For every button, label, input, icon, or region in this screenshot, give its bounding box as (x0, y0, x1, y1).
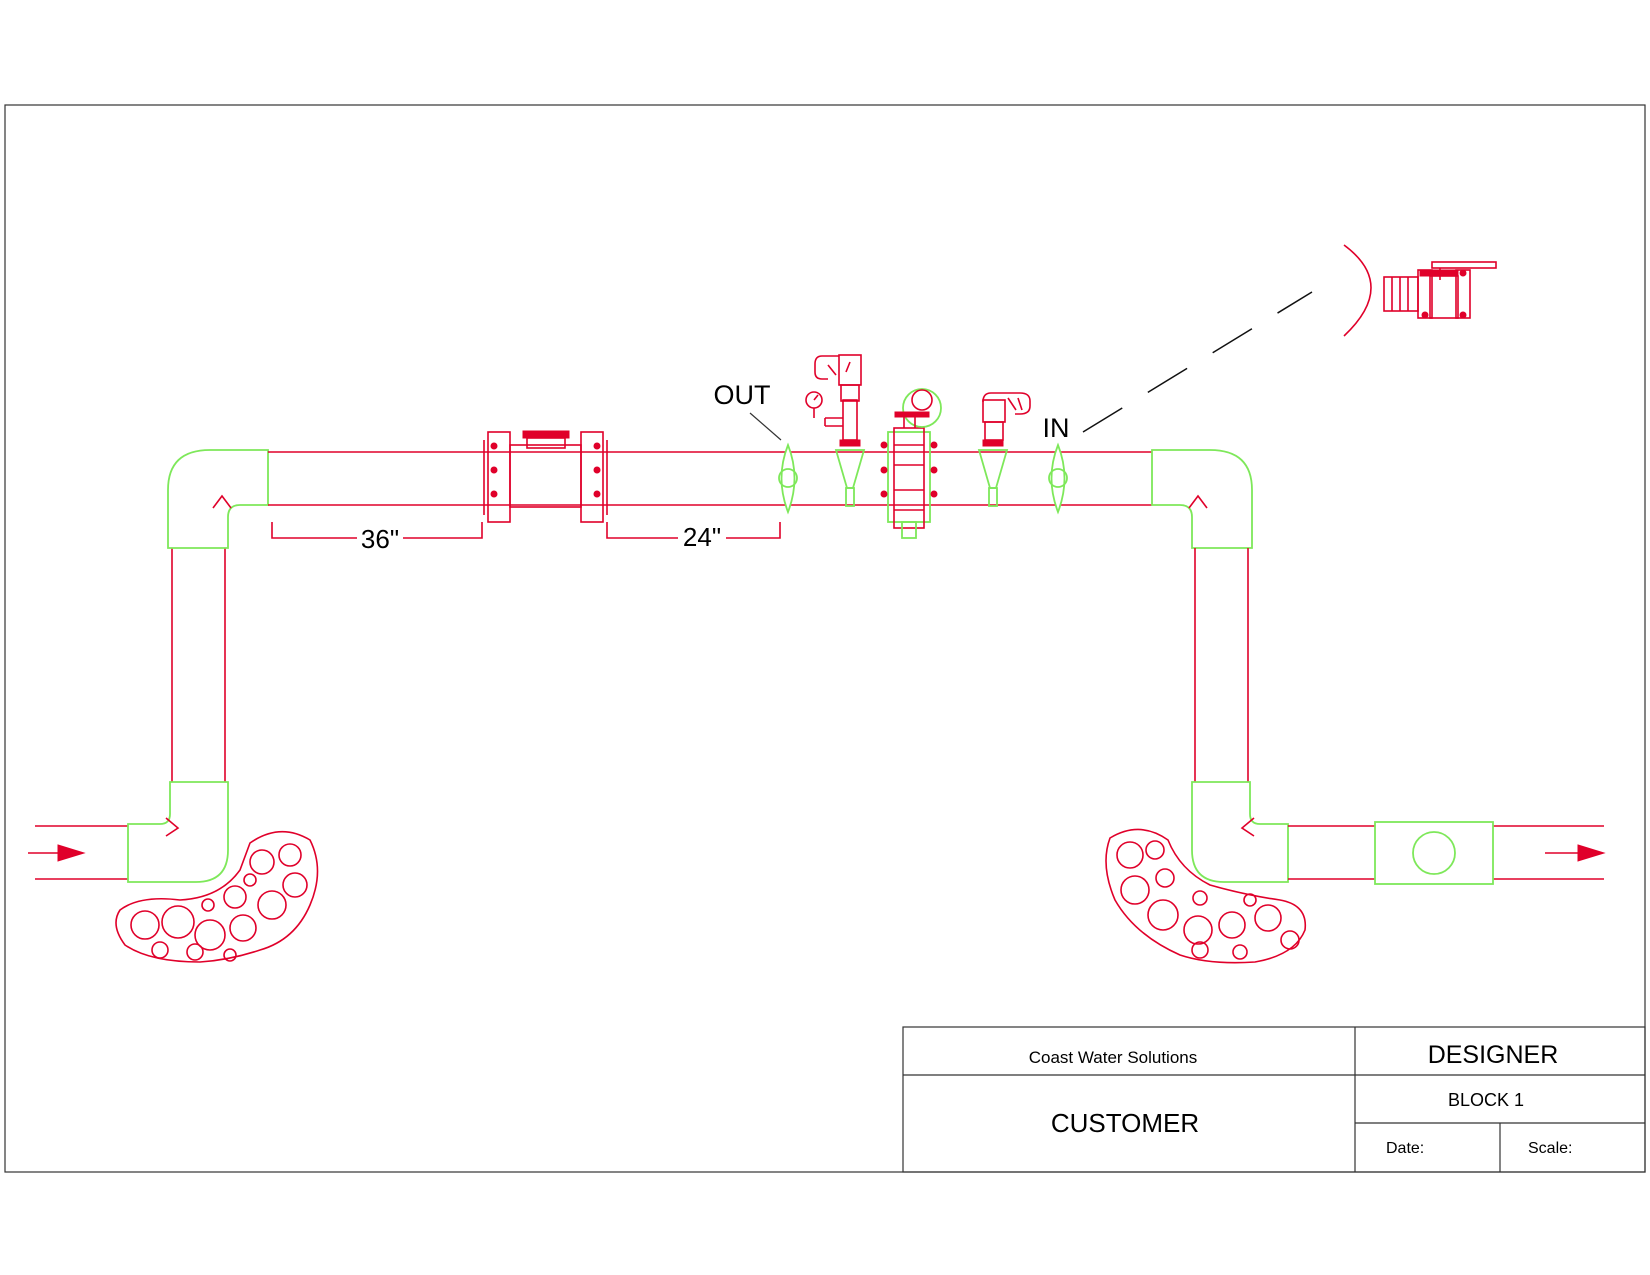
dimension-36: 36" (271, 522, 483, 554)
right-riser-pipe (1194, 548, 1249, 782)
block-label: BLOCK 1 (1448, 1090, 1524, 1110)
right-bottom-elbow (1191, 781, 1289, 883)
detail-leader (1082, 291, 1313, 433)
left-riser-pipe (171, 548, 226, 782)
ball-valve-icon (1048, 442, 1068, 515)
outlet-pipe (1288, 821, 1604, 885)
in-label: IN (1043, 413, 1070, 443)
scale-label: Scale: (1528, 1140, 1572, 1157)
designer-label: DESIGNER (1428, 1041, 1559, 1069)
flow-arrow-icon (28, 844, 86, 862)
water-meter (483, 430, 608, 523)
rock-bed-icon (115, 830, 319, 963)
left-top-elbow (167, 449, 269, 549)
dimension-24-label: 24" (683, 522, 721, 552)
flow-arrow-icon (1545, 844, 1606, 862)
out-label: OUT (714, 380, 771, 410)
title-block: Coast Water Solutions CUSTOMER DESIGNER … (902, 1026, 1646, 1173)
rock-bed-icon (1105, 828, 1307, 964)
test-cock-riser (814, 354, 866, 507)
inlet-pipe (35, 825, 128, 880)
relief-riser (977, 392, 1031, 507)
company-name: Coast Water Solutions (1029, 1048, 1198, 1067)
date-label: Date: (1386, 1140, 1424, 1157)
drawing-border (4, 104, 1646, 1173)
top-main-pipe (268, 451, 1152, 506)
customer-label: CUSTOMER (1051, 1108, 1199, 1138)
ball-valve-icon (778, 442, 798, 515)
left-bottom-elbow (127, 781, 229, 883)
backflow-preventer-icon (880, 388, 942, 539)
right-top-elbow (1151, 449, 1253, 549)
pressure-gauge-icon (805, 391, 823, 418)
dimension-36-label: 36" (361, 524, 399, 554)
gate-valve-icon (1343, 244, 1497, 337)
dimension-24: 24" (606, 522, 781, 552)
out-leader (749, 412, 782, 441)
